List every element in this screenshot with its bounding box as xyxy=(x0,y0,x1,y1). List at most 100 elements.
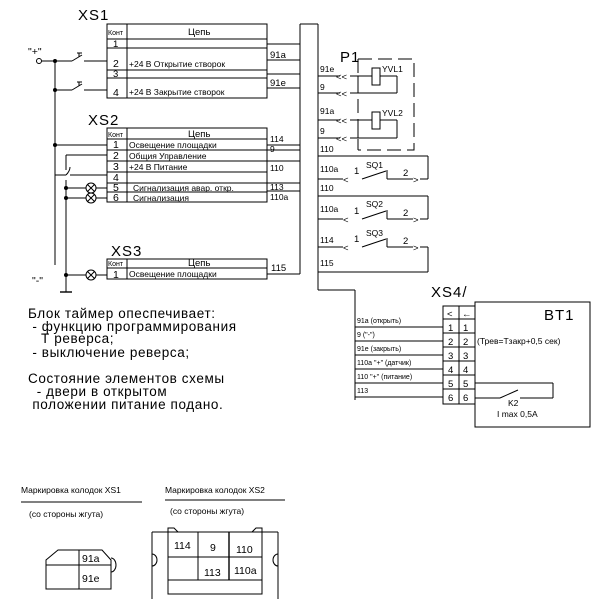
note-line-7: положении питание подано. xyxy=(28,397,223,412)
marking-xs1: Маркировка колодок XS1 (со стороны жгута… xyxy=(21,485,142,590)
plug-icon: < xyxy=(343,175,349,186)
xs4-pin5-left: 5 xyxy=(448,379,453,390)
xs3-row1-label: Освещение площадки xyxy=(129,269,217,279)
valve-block-p1: P1 91e << YVL1 9 << 91a << YVL2 9 << 110 xyxy=(318,49,428,157)
plug-icon: << xyxy=(336,72,348,83)
note-line-3: Т реверса; xyxy=(28,331,114,346)
p1-coil-yvl2: YVL2 xyxy=(382,108,403,118)
sq3-pin2: 2 xyxy=(403,236,408,247)
lamp-icon xyxy=(85,182,97,194)
xs1-row2-label: +24 В Открытие створок xyxy=(129,59,225,69)
bt1-title: BT1 xyxy=(544,307,575,324)
xs1-wire-91a: 91a xyxy=(270,50,287,61)
p1-wire-91e: 91e xyxy=(320,64,334,74)
lamp-icon xyxy=(85,192,97,204)
marking-xs2-cell-110a: 110a xyxy=(234,565,257,577)
xs3-title: XS3 xyxy=(111,243,142,260)
xs1-row4-num: 4 xyxy=(113,87,119,99)
socket-icon: > xyxy=(413,215,419,226)
xs4-pin4-right: 4 xyxy=(463,365,468,376)
xs4-wire-2: 9 ("-") xyxy=(357,332,375,339)
xs4-title: XS4/ xyxy=(431,284,468,301)
xs2-wire-110a: 110a xyxy=(270,192,289,202)
xs2-header-circuit: Цепь xyxy=(188,129,210,140)
plug-icon: < xyxy=(343,243,349,254)
bt1-formula: (Трев=Тзакр+0,5 сек) xyxy=(477,336,561,346)
xs4-wire-4: 110a "+" (датчик) xyxy=(357,360,411,367)
sq3-pin1: 1 xyxy=(354,234,359,245)
xs3-row1-num: 1 xyxy=(113,269,119,281)
xs4-pin3-left: 3 xyxy=(448,351,453,362)
sq2-pin2: 2 xyxy=(403,208,408,219)
power-circuit: "+" "-" xyxy=(28,46,107,293)
xs1-header-kont: Конт xyxy=(108,30,124,37)
xs1-row3-num: 3 xyxy=(113,69,118,80)
sq3-wire-114: 114 xyxy=(320,235,334,245)
socket-icon: > xyxy=(413,243,419,254)
xs2-row3-label: +24 В Питание xyxy=(129,162,188,172)
bt1-current: I max 0,5A xyxy=(497,409,538,419)
xs3-header-kont: Конт xyxy=(108,261,124,268)
xs1-plug-outline xyxy=(45,549,112,590)
xs2-row4-num: 4 xyxy=(113,172,119,184)
plug-icon: < xyxy=(343,215,349,226)
xs2-row5-num: 5 xyxy=(113,182,119,194)
xs4-pin2-right: 2 xyxy=(463,337,468,348)
marking-xs2: Маркировка колодок XS2 (со стороны жгута… xyxy=(151,485,285,599)
notes-block: Блок таймер опеспечивает: - функцию прог… xyxy=(28,306,236,412)
xs4-pin1-left: 1 xyxy=(448,323,453,334)
marking-xs2-title: Маркировка колодок XS2 xyxy=(165,485,265,495)
sq2-pin1: 1 xyxy=(354,206,359,217)
sq1-pin1: 1 xyxy=(354,166,359,177)
socket-icon: > xyxy=(413,175,419,186)
xs2-wire-113: 113 xyxy=(270,182,284,192)
xs3-header-circuit: Цепь xyxy=(188,258,210,269)
p1-wire-9: 9 xyxy=(320,82,325,92)
sq1-pin2: 2 xyxy=(403,168,408,179)
marking-xs1-subtitle: (со стороны жгута) xyxy=(29,509,103,519)
plus-terminal-icon xyxy=(36,58,42,64)
marking-xs1-title: Маркировка колодок XS1 xyxy=(21,485,121,495)
connector-xs3: XS3 Конт Цепь 1 Освещение площадки 115 xyxy=(106,243,300,281)
plug-icon: << xyxy=(336,116,348,127)
connector-xs4: XS4/ < ← 1 1 2 2 3 3 4 4 5 5 6 6 91a (от… xyxy=(355,284,476,405)
xs4-pin5-right: 5 xyxy=(463,379,468,390)
xs2-row2-num: 2 xyxy=(113,150,119,162)
note-line-4: - выключение реверса; xyxy=(28,345,190,360)
marking-xs2-cell-114: 114 xyxy=(174,540,191,552)
xs4-pin6-right: 6 xyxy=(463,393,468,404)
relay-contact-icon xyxy=(499,389,519,399)
xs2-row6-num: 6 xyxy=(113,192,119,204)
sq3-wire-115: 115 xyxy=(320,258,334,268)
xs4-pin2-left: 2 xyxy=(448,337,453,348)
xs1-row1-num: 1 xyxy=(113,39,118,50)
xs4-socket-icon: ← xyxy=(462,309,472,320)
connector-xs1: XS1 Конт Цепь 1 2 +24 В Открытие створок… xyxy=(78,7,300,99)
xs2-row3-num: 3 xyxy=(113,161,119,173)
xs4-wire-3: 91e (закрыть) xyxy=(357,346,401,353)
xs4-pin4-left: 4 xyxy=(448,365,453,376)
note-line-6: - двери в открытом xyxy=(28,384,167,399)
xs2-row1-num: 1 xyxy=(113,139,119,151)
sq2-wire-110: 110 xyxy=(320,183,334,193)
xs4-pin1-right: 1 xyxy=(463,323,468,334)
connector-xs2: XS2 Конт Цепь 1 Освещение площадки 2 Общ… xyxy=(88,112,300,204)
xs2-row6-label: Сигнализация xyxy=(133,193,189,203)
sq1-label: SQ1 xyxy=(366,160,383,170)
note-line-5: Состояние элементов схемы xyxy=(28,371,225,386)
marking-xs1-cell-91a: 91a xyxy=(82,553,100,565)
sq3-contact-icon xyxy=(361,238,387,248)
xs2-row1-label: Освещение площадки xyxy=(129,140,217,150)
note-line-1: Блок таймер опеспечивает: xyxy=(28,306,216,321)
xs2-header-kont: Конт xyxy=(108,132,124,139)
marking-xs2-subtitle: (со стороны жгута) xyxy=(170,506,244,516)
xs4-wire-5: 110 "+" (питание) xyxy=(357,374,412,381)
marking-xs2-cell-110: 110 xyxy=(236,544,253,556)
sq3-label: SQ3 xyxy=(366,228,383,238)
plug-icon: << xyxy=(336,89,348,100)
xs2-title: XS2 xyxy=(88,112,119,129)
xs2-wire-114: 114 xyxy=(270,134,284,144)
p1-wire-91a: 91a xyxy=(320,106,334,116)
marking-xs2-cell-9: 9 xyxy=(210,542,216,554)
